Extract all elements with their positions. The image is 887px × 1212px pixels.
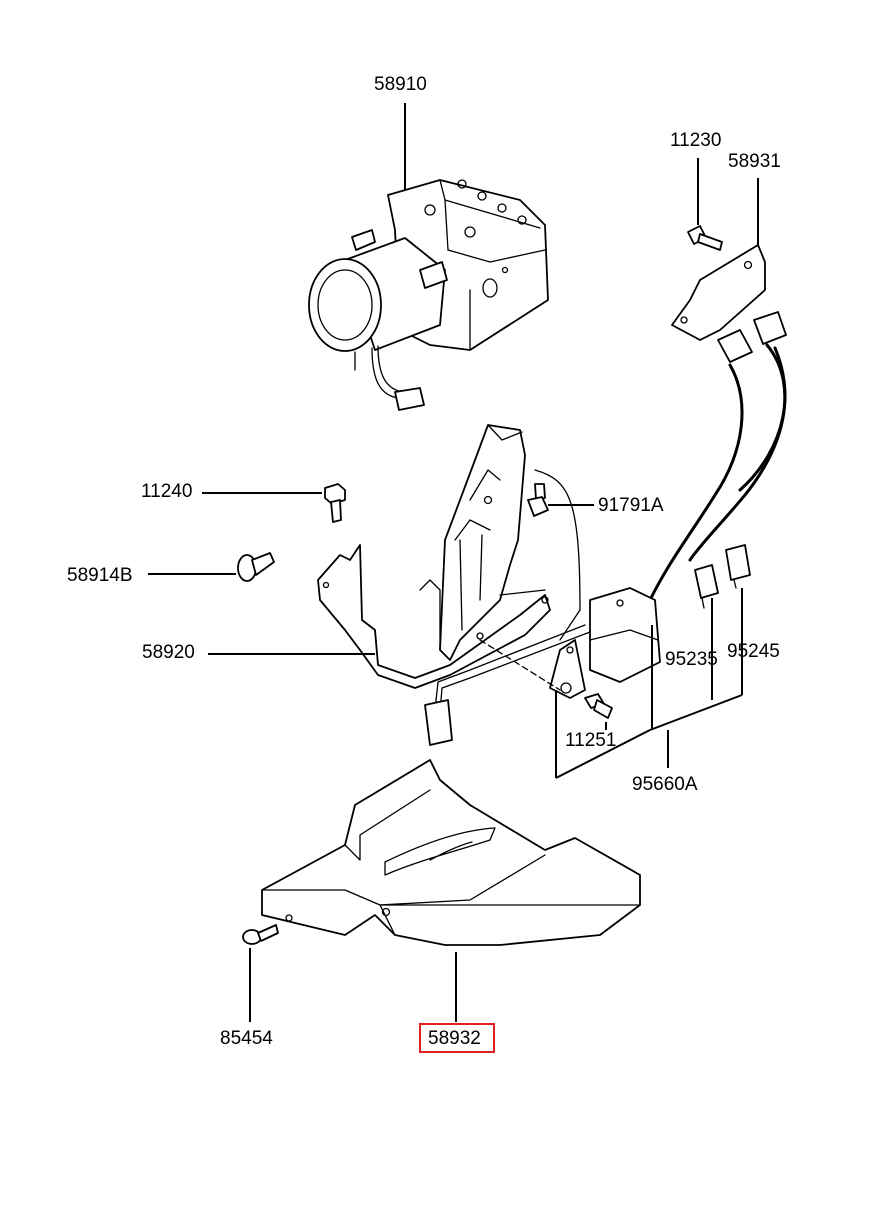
wiring-harness-95660A[interactable] xyxy=(424,311,787,746)
abs-cover-58932[interactable] xyxy=(261,759,641,946)
abs-hydraulic-unit[interactable] xyxy=(308,179,549,411)
callout-95245[interactable]: 95245 xyxy=(727,641,780,662)
leader-lines xyxy=(148,103,759,1022)
relay-95245[interactable] xyxy=(725,544,751,589)
callout-11230[interactable]: 11230 xyxy=(670,130,721,151)
relay-bracket-58931[interactable] xyxy=(671,244,766,341)
callout-58932[interactable]: 58932 xyxy=(428,1028,481,1049)
callout-91791A[interactable]: 91791A xyxy=(598,495,664,516)
bolt-91791A[interactable] xyxy=(527,483,549,517)
bolt-11230[interactable] xyxy=(687,225,723,251)
callout-95235[interactable]: 95235 xyxy=(665,649,718,670)
bolt-11240[interactable] xyxy=(324,483,346,523)
callout-11251[interactable]: 11251 xyxy=(565,730,616,751)
callout-95660A[interactable]: 95660A xyxy=(632,774,698,795)
highlight-box-58932 xyxy=(419,1023,495,1053)
callout-58914B[interactable]: 58914B xyxy=(67,565,133,586)
callout-85454[interactable]: 85454 xyxy=(220,1028,273,1049)
callout-58920[interactable]: 58920 xyxy=(142,642,195,663)
callout-11240[interactable]: 11240 xyxy=(141,481,192,502)
abs-bracket-58920[interactable] xyxy=(317,424,551,689)
callout-58931[interactable]: 58931 xyxy=(728,151,781,172)
callout-58910[interactable]: 58910 xyxy=(374,74,427,95)
relay-95235[interactable] xyxy=(694,564,719,609)
clip-58914B[interactable] xyxy=(237,552,275,582)
bolt-11251[interactable] xyxy=(584,693,613,719)
clip-85454[interactable] xyxy=(242,924,279,945)
callout-labels: 58910 11230 58931 11240 91791A 58914B 58… xyxy=(67,74,781,1053)
